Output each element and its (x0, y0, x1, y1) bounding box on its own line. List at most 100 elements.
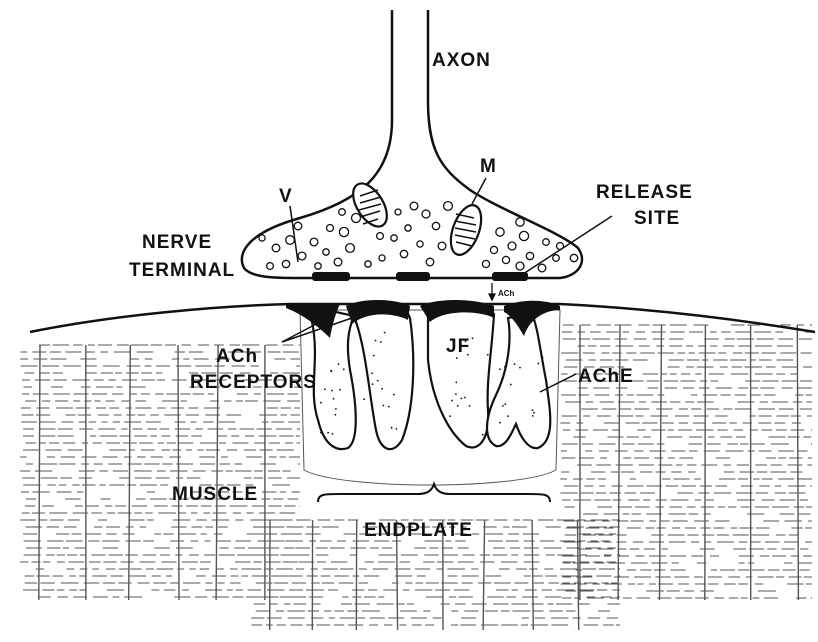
synaptic-vesicle (519, 231, 528, 240)
synaptic-vesicle (395, 209, 401, 215)
ache-dot (499, 368, 501, 370)
ache-dot (381, 388, 383, 390)
mitochondrion-label: M (480, 156, 497, 177)
ache-dot (533, 412, 535, 414)
ache-dot (391, 427, 393, 429)
ache-dot (333, 398, 335, 400)
ache-dot (502, 405, 504, 407)
synaptic-vesicle (352, 214, 361, 223)
synaptic-vesicle (516, 262, 524, 270)
synaptic-vesicle (294, 222, 302, 230)
ache-dot (469, 405, 471, 407)
z-line (532, 520, 533, 630)
ache-dot (499, 422, 501, 424)
ache-dot (380, 341, 382, 343)
synaptic-vesicle (282, 260, 289, 267)
nerve-terminal-label-line1: NERVE (142, 232, 212, 253)
synaptic-vesicle (379, 255, 385, 261)
ache-dot (373, 355, 375, 357)
ache-dot (455, 382, 457, 384)
synaptic-vesicle (482, 260, 489, 267)
ache-dot (537, 363, 539, 365)
ache-dot (504, 403, 506, 405)
synaptic-vesicle (334, 258, 342, 266)
synaptic-vesicle (272, 244, 280, 252)
ache-dot (383, 405, 385, 407)
ache-dot (372, 383, 374, 385)
ache-dot (487, 354, 489, 356)
ache-dot (519, 367, 521, 369)
vesicle-label: V (279, 186, 293, 207)
ach-diffusion-arrow (489, 283, 495, 300)
release-sites (312, 272, 528, 281)
ache-dot (507, 415, 509, 417)
synaptic-vesicle (422, 210, 430, 218)
ache-dot (338, 363, 340, 365)
axon-label: AXON (432, 50, 491, 71)
synaptic-vesicle (426, 258, 434, 266)
ache-dot (451, 400, 453, 402)
ache-dot (449, 415, 451, 417)
ache-dot (330, 370, 332, 372)
z-line (578, 520, 579, 630)
synaptic-vesicle (502, 256, 509, 263)
release-site-label-line1: RELEASE (596, 182, 693, 203)
synaptic-vesicle (405, 225, 411, 231)
synaptic-vesicle (298, 252, 306, 260)
synaptic-vesicle (417, 241, 423, 247)
synaptic-vesicle (339, 209, 346, 216)
nerve-terminal-label-line2: TERMINAL (129, 260, 235, 281)
synaptic-vesicle (516, 218, 524, 226)
ache-dot (320, 402, 322, 404)
ache-dot (510, 384, 512, 386)
release-site-label-line2: SITE (634, 208, 680, 229)
ache-label: AChE (578, 366, 634, 387)
ache-dot (384, 332, 386, 334)
synaptic-vesicle (444, 202, 453, 211)
muscle-label: MUSCLE (172, 484, 258, 505)
ache-dot (532, 409, 534, 411)
ache-dot (331, 390, 333, 392)
synaptic-vesicle (315, 263, 321, 269)
ache-dot (327, 432, 329, 434)
synaptic-vesicle (432, 222, 439, 229)
synaptic-vesicle (377, 233, 384, 240)
synaptic-vesicle (570, 254, 577, 261)
synaptic-vesicle (490, 246, 497, 253)
ache-dot (393, 394, 395, 396)
z-line (483, 520, 485, 630)
ache-dot (324, 388, 326, 390)
ach-small-label: ACh (498, 289, 515, 298)
ach-receptors-label-line1: ACh (216, 346, 258, 367)
synaptic-vesicle (400, 250, 407, 257)
synaptic-vesicle (538, 264, 546, 272)
ache-dot (320, 432, 322, 434)
ach-receptors-label-line2: RECEPTORS (190, 372, 317, 393)
z-line (660, 325, 662, 600)
synaptic-vesicle (365, 261, 371, 267)
endplate-label: ENDPLATE (364, 520, 473, 541)
ache-dot (472, 337, 474, 339)
synaptic-vesicle (391, 235, 397, 241)
ache-dot (457, 405, 459, 407)
ache-dot (339, 389, 341, 391)
z-line (178, 345, 179, 600)
ache-dot (464, 397, 466, 399)
synaptic-vesicle (438, 242, 446, 250)
ache-dot (388, 406, 390, 408)
ache-dot (377, 380, 379, 382)
ache-dot (396, 428, 398, 430)
ache-dot (455, 393, 457, 395)
ache-dot (335, 414, 337, 416)
endplate-brace (318, 484, 550, 502)
ache-dot (514, 363, 516, 365)
synaptic-vesicle (323, 249, 329, 255)
junctional-fold-label: JF (446, 336, 470, 357)
synaptic-vesicle (346, 244, 355, 253)
ache-dot (375, 340, 377, 342)
synaptic-vesicle (286, 236, 295, 245)
synaptic-vesicle (496, 228, 504, 236)
release-site-2 (396, 272, 430, 281)
ache-dot (335, 408, 337, 410)
